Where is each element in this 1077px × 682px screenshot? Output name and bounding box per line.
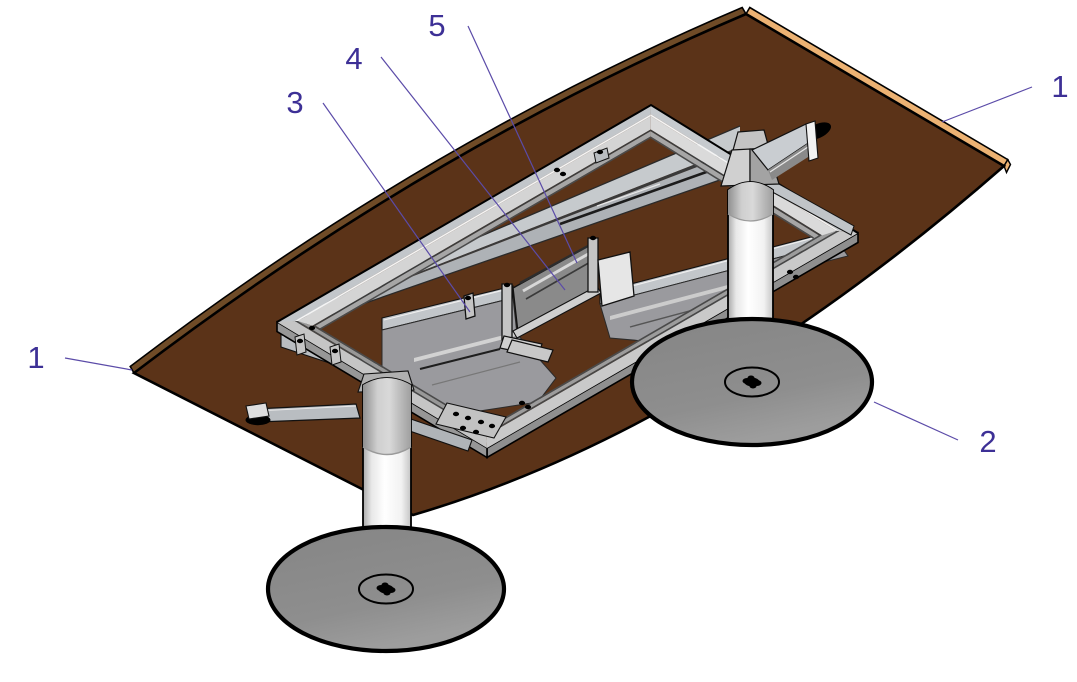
fittings [294,147,635,439]
bolt [464,295,472,301]
callout-3-label: 3 [286,85,303,120]
stretcher-tab [294,333,307,356]
bolt [524,404,532,410]
bolt [308,325,316,331]
bracket-plate-right [597,251,635,307]
boom-slot-hl [596,183,661,207]
right-leg-seam [727,213,774,222]
bolt [786,269,794,275]
callout-1-left-label: 1 [27,340,44,375]
boom-slot [559,168,713,226]
callout-2-leader-line [873,401,959,441]
bolt [792,274,800,280]
bolt [596,149,604,155]
rail-hl [601,231,837,295]
callout-1-right-label: 1 [1051,69,1068,104]
frame-darkline4 [312,325,487,430]
callout-1-left-leader-line [64,357,133,371]
right-base-screw [749,383,757,389]
bolt [589,235,597,241]
left-leg-upper [363,378,411,455]
left-base [265,524,507,654]
stretcher-tab [329,343,342,366]
left-leg-seam [362,446,412,456]
callout-2-label: 2 [979,424,996,459]
bolt [488,423,496,429]
bracket-post-right [587,237,599,293]
right-arm-pad [805,120,819,162]
right-base-screw [747,375,755,381]
frame-inner-lip [315,131,651,329]
slide-rail-dark [519,244,589,285]
rail-hl [383,287,513,321]
left-base-screw [383,590,391,596]
bolt [452,411,460,417]
bracket-foot-mid [506,339,554,363]
bolt [331,348,339,354]
bolt [477,419,485,425]
left-arm-hl [255,405,357,412]
left-pan-flange [414,332,516,362]
callouts: 1 1 2 3 4 5 [27,8,1068,459]
frame-darkline [312,129,651,326]
callout-4-leader-line [380,56,566,291]
right-base-hub [724,366,780,398]
table-edge-band-end [1003,158,1012,175]
right-base [629,316,875,448]
left-base-screw [381,582,389,588]
right-arm-hl [769,142,815,173]
slide-rail-light [522,251,591,293]
frame-highlight [294,114,651,321]
bolt [518,400,526,406]
right-column [720,120,855,341]
frame-darkline2 [319,136,651,330]
bracket-post-left [501,283,513,341]
left-pan-line [431,361,521,386]
left-arm-pad [245,402,270,420]
bolt [459,425,467,431]
bolt [559,171,567,177]
left-column [245,370,473,546]
right-leg-upper [728,182,773,221]
corner-gusset [435,402,507,439]
callout-5-leader-line [467,25,578,264]
frame-far-left-web [297,116,651,326]
callout-3-leader-line [322,102,471,313]
callout-4-label: 4 [345,41,362,76]
bolts [296,149,800,435]
bolt [296,338,304,344]
callout-1-right-leader-line [941,86,1033,123]
bolt [503,282,511,288]
bolt [553,167,561,173]
slide-rail-dark2 [525,260,593,300]
bolt [472,429,480,435]
bolt [464,415,472,421]
left-pan-slot [419,348,501,370]
left-base-hub [358,573,414,605]
callout-5-label: 5 [428,8,445,43]
